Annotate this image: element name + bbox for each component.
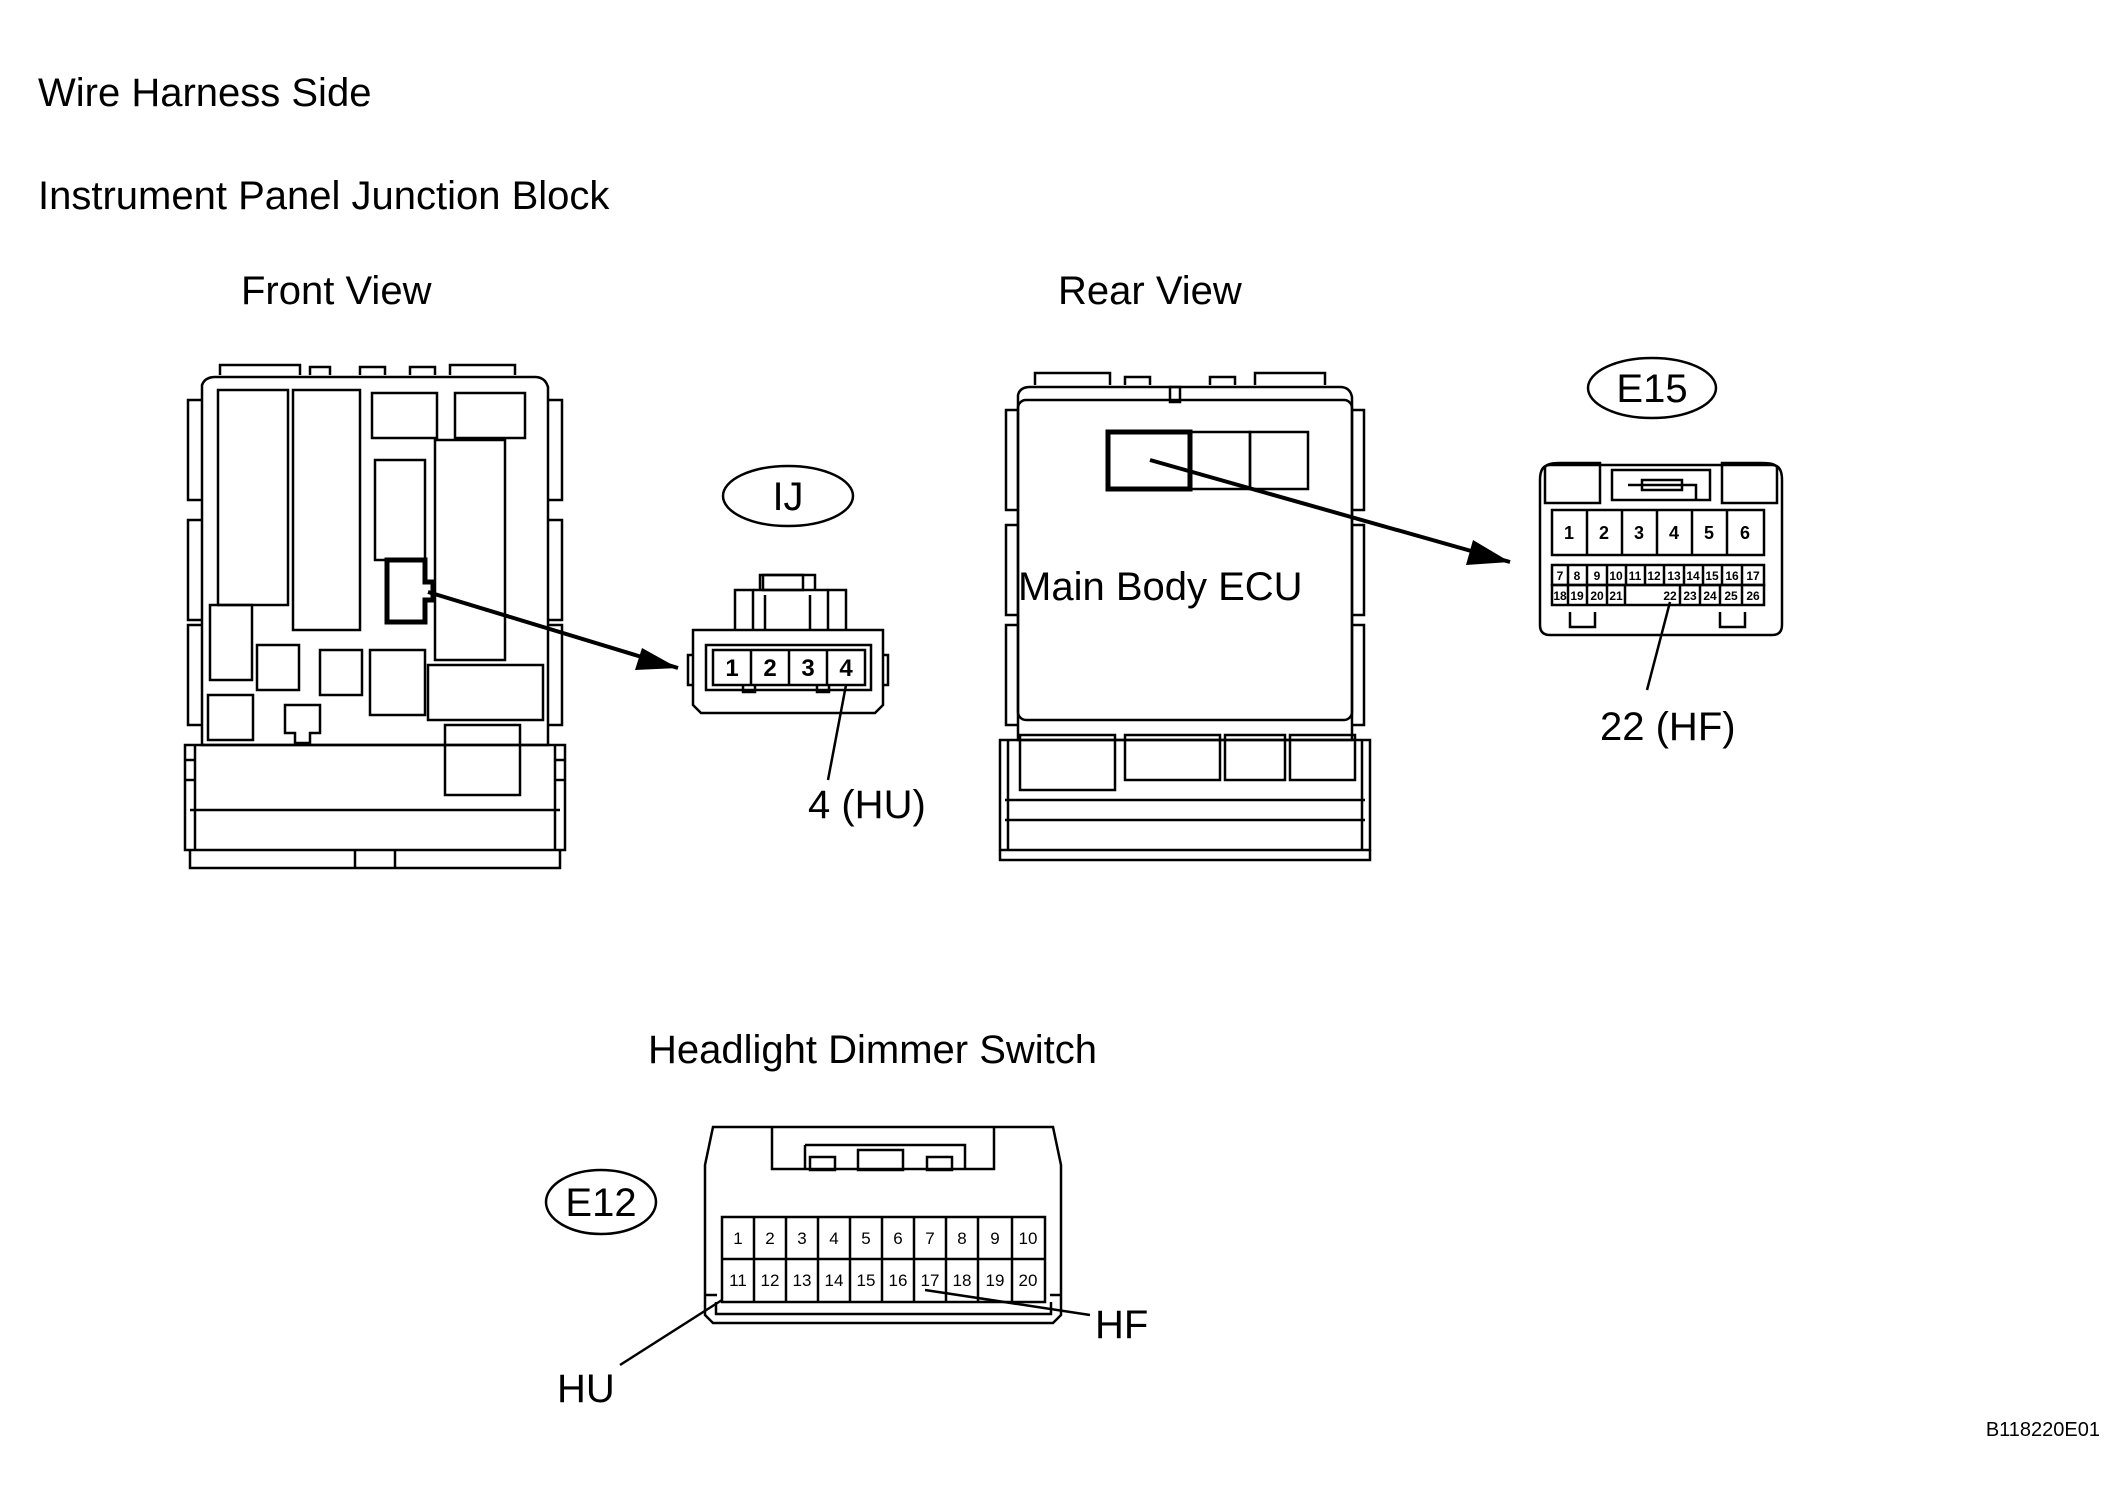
e15-connector-id: E15	[1616, 367, 1687, 411]
e12-connector-oval	[544, 1168, 658, 1236]
e15-pin: 11	[1629, 569, 1642, 583]
e12-pin: 8	[957, 1229, 966, 1248]
rear-view-heading: Rear View	[1058, 269, 1242, 313]
e12-pin: 14	[825, 1271, 844, 1290]
e15-pin: 25	[1724, 589, 1738, 603]
e12-pin: 3	[797, 1229, 806, 1248]
e15-pin: 19	[1570, 589, 1584, 603]
ij-arrowhead	[635, 648, 678, 670]
e12-hu-callout-label: HU	[557, 1367, 615, 1411]
e12-pin: 20	[1019, 1271, 1038, 1290]
e15-pin: 9	[1594, 569, 1601, 583]
e15-pin: 5	[1704, 523, 1714, 543]
e15-pin: 3	[1634, 523, 1644, 543]
wire-harness-side-heading: Wire Harness Side	[38, 71, 372, 115]
e12-pin: 9	[990, 1229, 999, 1248]
e15-pin: 2	[1599, 523, 1609, 543]
e15-pin: 26	[1746, 589, 1760, 603]
e15-pin: 13	[1667, 569, 1681, 583]
e15-pin: 18	[1553, 589, 1567, 603]
front-view-heading: Front View	[241, 269, 432, 313]
e15-pin: 10	[1609, 569, 1623, 583]
e15-pin: 8	[1574, 569, 1581, 583]
e12-pin: 11	[729, 1271, 747, 1290]
e12-connector	[703, 1125, 1063, 1325]
ij-connector-oval	[721, 464, 855, 528]
e12-hf-callout-label: HF	[1095, 1303, 1148, 1347]
ij-pin: 1	[725, 655, 738, 682]
ij-pin: 2	[763, 655, 776, 682]
e15-pin: 15	[1705, 569, 1719, 583]
figure-code: B118220E01	[1986, 1419, 2100, 1441]
e15-pin: 4	[1669, 523, 1679, 543]
e12-pin: 2	[765, 1229, 774, 1248]
e15-pin: 22	[1663, 589, 1677, 603]
e15-callout-line	[1645, 601, 1672, 691]
e15-arrowhead	[1466, 540, 1510, 565]
e12-pin: 17	[921, 1271, 940, 1290]
e15-pin: 21	[1609, 589, 1623, 603]
e12-pin: 16	[889, 1271, 908, 1290]
e15-bottom-pins: 18 19 20 21 22 23 24 25 26	[1553, 589, 1760, 603]
main-body-ecu-label: Main Body ECU	[1018, 565, 1303, 609]
e12-pin: 12	[761, 1271, 780, 1290]
e12-row1-pins: 1 2 3 4 5 6 7 8 9 10	[733, 1229, 1037, 1248]
e12-pin: 15	[857, 1271, 876, 1290]
ij-connector	[686, 573, 890, 715]
junction-block-heading: Instrument Panel Junction Block	[38, 174, 610, 218]
e15-pin: 7	[1557, 569, 1564, 583]
e12-pin: 5	[861, 1229, 870, 1248]
e15-mid-pins: 7 8 9 10 11 12 13 14 15 16 17	[1557, 569, 1760, 583]
e15-pin: 16	[1725, 569, 1739, 583]
e12-pin: 10	[1019, 1229, 1038, 1248]
e15-pointer-arrow	[1149, 458, 1511, 564]
e12-pin: 7	[925, 1229, 934, 1248]
ij-callout-label: 4 (HU)	[808, 783, 926, 827]
e12-row2-pins: 11 12 13 14 15 16 17 18 19 20	[729, 1271, 1037, 1290]
ij-pins: 1 2 3 4	[725, 655, 853, 682]
e15-pin: 12	[1647, 569, 1661, 583]
e15-pin: 24	[1703, 589, 1717, 603]
e15-pin: 20	[1590, 589, 1604, 603]
ij-pin: 3	[801, 655, 814, 682]
ij-pointer-arrow	[427, 590, 679, 670]
e15-callout-label: 22 (HF)	[1600, 705, 1736, 749]
e12-pin: 6	[893, 1229, 902, 1248]
e12-pin: 18	[953, 1271, 972, 1290]
e12-connector-id: E12	[565, 1181, 636, 1225]
e12-pin: 19	[986, 1271, 1005, 1290]
e15-pin: 6	[1740, 523, 1750, 543]
e15-pin: 14	[1686, 569, 1700, 583]
e12-hf-callout-line	[924, 1288, 1091, 1317]
e15-pin: 17	[1746, 569, 1760, 583]
e12-pin: 1	[733, 1229, 742, 1248]
e12-pin: 4	[829, 1229, 838, 1248]
e12-pin: 13	[793, 1271, 812, 1290]
e15-connector	[1538, 461, 1784, 637]
dimmer-switch-heading: Headlight Dimmer Switch	[648, 1028, 1098, 1072]
e15-connector-oval	[1586, 356, 1718, 420]
e15-top-pins: 1 2 3 4 5 6	[1564, 523, 1750, 543]
ij-connector-id: IJ	[772, 475, 803, 519]
junction-block-front-view	[183, 363, 567, 870]
ij-pin: 4	[839, 655, 853, 682]
e15-pin: 23	[1683, 589, 1697, 603]
ij-callout-line	[826, 684, 848, 781]
junction-block-rear-view	[998, 371, 1372, 862]
e12-hu-callout-line	[619, 1298, 723, 1367]
e15-pin: 1	[1564, 523, 1574, 543]
